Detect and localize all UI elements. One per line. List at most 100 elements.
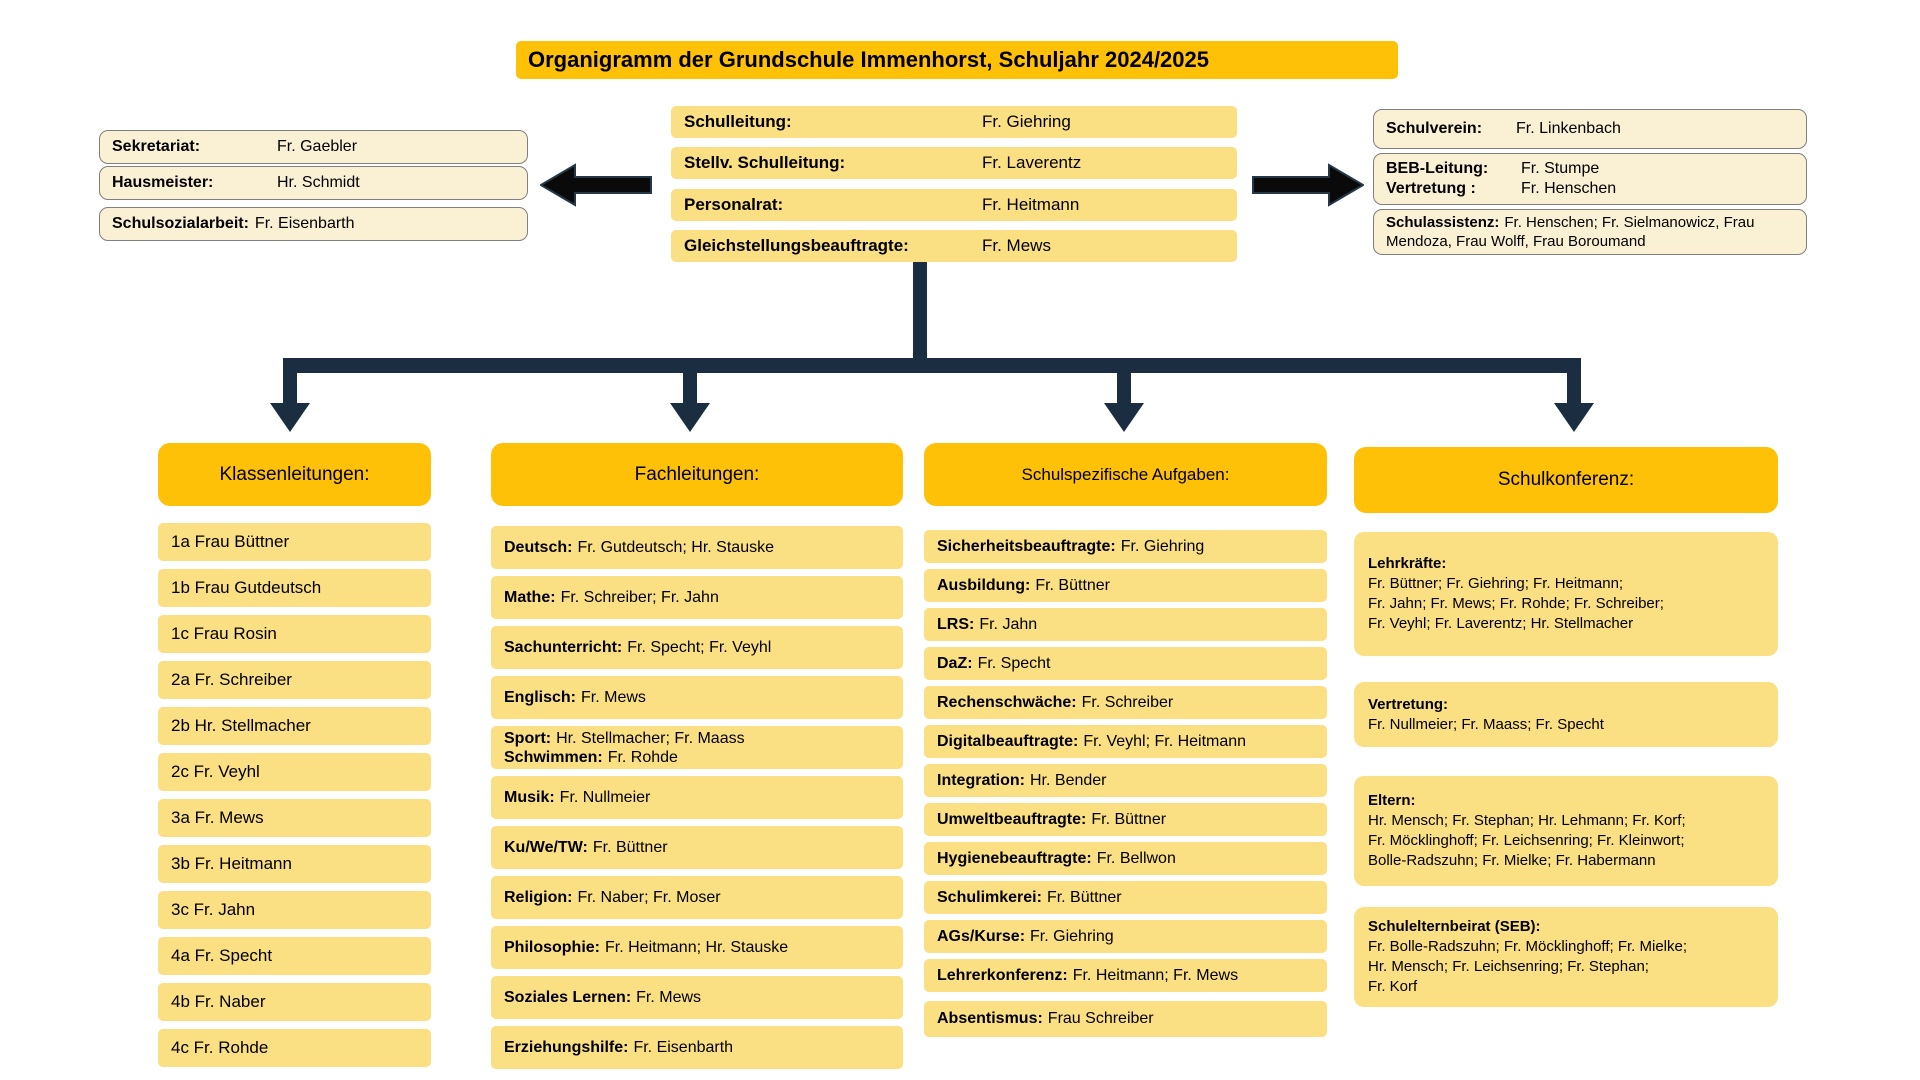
row-value: Fr. Specht [977, 654, 1051, 672]
row-value: Fr. Heitmann; Hr. Stauske [605, 939, 789, 956]
row-value: Fr. Büttner [592, 839, 668, 856]
arrow-right-icon [1252, 163, 1364, 207]
row-value: Fr. Jahn [979, 615, 1038, 633]
row-value: Fr. Giehring [1120, 537, 1205, 555]
task-row: Ausbildung:Fr. Büttner [924, 569, 1327, 602]
block-line: Fr. Büttner; Fr. Giehring; Fr. Heitmann; [1368, 575, 1624, 592]
block-line: Fr. Möcklinghoff; Fr. Leichsenring; Fr. … [1368, 832, 1685, 849]
row-value: Frau Schreiber [1047, 1010, 1154, 1027]
row-value: Fr. Giehring [982, 112, 1071, 131]
row-label: AGs/Kurse: [937, 927, 1026, 945]
conference-block-eltern: Eltern: Hr. Mensch; Fr. Stephan; Hr. Leh… [1354, 776, 1778, 886]
row-label: Schulleitung: [684, 112, 792, 131]
task-row: Schulimkerei:Fr. Büttner [924, 881, 1327, 914]
row-value: Fr. Gaebler [277, 138, 358, 155]
left-box-row: Hausmeister: Hr. Schmidt [99, 166, 528, 200]
row-label: Religion: [504, 889, 573, 906]
row-text: Schulassistenz:Fr. Henschen; Fr. Sielman… [1386, 213, 1806, 251]
row-label: Schulverein: [1386, 120, 1483, 137]
class-row: 1b Frau Gutdeutsch [158, 569, 431, 607]
connector-drop [1117, 366, 1131, 404]
row-text: 2b Hr. Stellmacher [171, 716, 311, 735]
task-row: Hygienebeauftragte:Fr. Bellwon [924, 842, 1327, 875]
block-label: Vertretung: [1368, 695, 1449, 713]
row-value: Fr. Stumpe [1521, 159, 1600, 177]
left-box-row: Schulsozialarbeit: Fr. Eisenbarth [99, 207, 528, 241]
row-label: Ku/We/TW: [504, 839, 588, 856]
row-text: 1c Frau Rosin [171, 624, 277, 643]
right-box-row: BEB-Leitung: Fr. Stumpe [1386, 160, 1796, 178]
subject-row: Deutsch:Fr. Gutdeutsch; Hr. Stauske [491, 526, 903, 569]
block-line: Hr. Mensch; Fr. Stephan; Hr. Lehmann; Fr… [1368, 812, 1686, 829]
leadership-row: Schulleitung: Fr. Giehring [671, 106, 1237, 138]
row-value: Fr. Eisenbarth [633, 1039, 734, 1056]
block-line: Fr. Bolle-Radszuhn; Fr. Möcklinghoff; Fr… [1368, 938, 1688, 955]
row-text: 4c Fr. Rohde [171, 1038, 269, 1057]
class-row: 1a Frau Büttner [158, 523, 431, 561]
subject-row: Sachunterricht:Fr. Specht; Fr. Veyhl [491, 626, 903, 669]
row-label: Stellv. Schulleitung: [684, 153, 846, 172]
class-row: 2c Fr. Veyhl [158, 753, 431, 791]
row-value: Fr. Mews [581, 689, 646, 706]
block-line: Fr. Nullmeier; Fr. Maass; Fr. Specht [1368, 715, 1604, 733]
class-row: 2a Fr. Schreiber [158, 661, 431, 699]
row-value: Fr. Linkenbach [1516, 120, 1621, 137]
leadership-row: Gleichstellungsbeauftragte: Fr. Mews [671, 230, 1237, 262]
row-value: Fr. Specht; Fr. Veyhl [627, 639, 772, 656]
row-label: Deutsch: [504, 539, 573, 556]
conference-block-lehrkraefte: Lehrkräfte: Fr. Büttner; Fr. Giehring; F… [1354, 532, 1778, 656]
row-value: Hr. Bender [1030, 771, 1107, 789]
connector-drop [683, 366, 697, 404]
row-value: Fr. Giehring [1030, 927, 1114, 945]
class-row: 4a Fr. Specht [158, 937, 431, 975]
row-label: Mathe: [504, 589, 556, 606]
arrow-down-icon [270, 403, 310, 432]
row-value: Fr. Heitmann; Fr. Mews [1072, 966, 1239, 984]
class-row: 3b Fr. Heitmann [158, 845, 431, 883]
row-text: 1b Frau Gutdeutsch [171, 578, 322, 597]
task-row: LRS:Fr. Jahn [924, 608, 1327, 641]
row-label: Personalrat: [684, 195, 784, 214]
connector-drop [1567, 366, 1581, 404]
subject-row: Sport:Hr. Stellmacher; Fr. Maass Schwimm… [491, 726, 903, 769]
column-header-aufgaben: Schulspezifische Aufgaben: [924, 443, 1327, 506]
row-label: Vertretung : [1386, 180, 1476, 198]
leadership-row: Personalrat: Fr. Heitmann [671, 189, 1237, 221]
block-line: Fr. Veyhl; Fr. Laverentz; Hr. Stellmache… [1368, 615, 1634, 632]
block-line: Bolle-Radszuhn; Fr. Mielke; Fr. Haberman… [1368, 852, 1656, 869]
row-value: Fr. Veyhl; Fr. Heitmann [1083, 732, 1247, 750]
row-label: Schwimmen: [504, 748, 603, 766]
row-value: Fr. Gutdeutsch; Hr. Stauske [577, 539, 774, 556]
conference-block-seb: Schulelternbeirat (SEB): Fr. Bolle-Radsz… [1354, 907, 1778, 1007]
row-label: Lehrerkonferenz: [937, 966, 1068, 984]
row-label: Schulassistenz: [1386, 214, 1500, 231]
row-value: Fr. Naber; Fr. Moser [577, 889, 721, 906]
connector-bar [283, 358, 1581, 373]
column-header-fachleitungen: Fachleitungen: [491, 443, 903, 506]
subject-row: Musik:Fr. Nullmeier [491, 776, 903, 819]
row-text: 4b Fr. Naber [171, 992, 266, 1011]
row-text: 3b Fr. Heitmann [171, 854, 292, 873]
right-box-row: Schulverein: Fr. Linkenbach [1373, 109, 1807, 149]
row-label: Rechenschwäche: [937, 693, 1077, 711]
leadership-row: Stellv. Schulleitung: Fr. Laverentz [671, 147, 1237, 179]
row-label: Sachunterricht: [504, 639, 623, 656]
block-line: Fr. Jahn; Fr. Mews; Fr. Rohde; Fr. Schre… [1368, 595, 1664, 612]
row-value: Fr. Henschen [1521, 180, 1617, 198]
row-label: BEB-Leitung: [1386, 159, 1489, 177]
subject-row: Ku/We/TW:Fr. Büttner [491, 826, 903, 869]
class-row: 4b Fr. Naber [158, 983, 431, 1021]
task-row: AGs/Kurse:Fr. Giehring [924, 920, 1327, 953]
task-row: Lehrerkonferenz:Fr. Heitmann; Fr. Mews [924, 959, 1327, 992]
row-value: Fr. Büttner [1046, 888, 1122, 906]
task-row: Integration:Hr. Bender [924, 764, 1327, 797]
row-value: Fr. Schreiber; Fr. Jahn [560, 589, 719, 606]
row-value: Fr. Mews [982, 236, 1051, 255]
row-value: Fr. Mews [636, 989, 702, 1006]
page-title: Organigramm der Grundschule Immenhorst, … [516, 41, 1398, 79]
row-text: 4a Fr. Specht [171, 946, 273, 965]
arrow-down-icon [670, 403, 710, 432]
row-label: Sport: [504, 729, 552, 747]
row-value: Fr. Rohde [607, 748, 678, 766]
